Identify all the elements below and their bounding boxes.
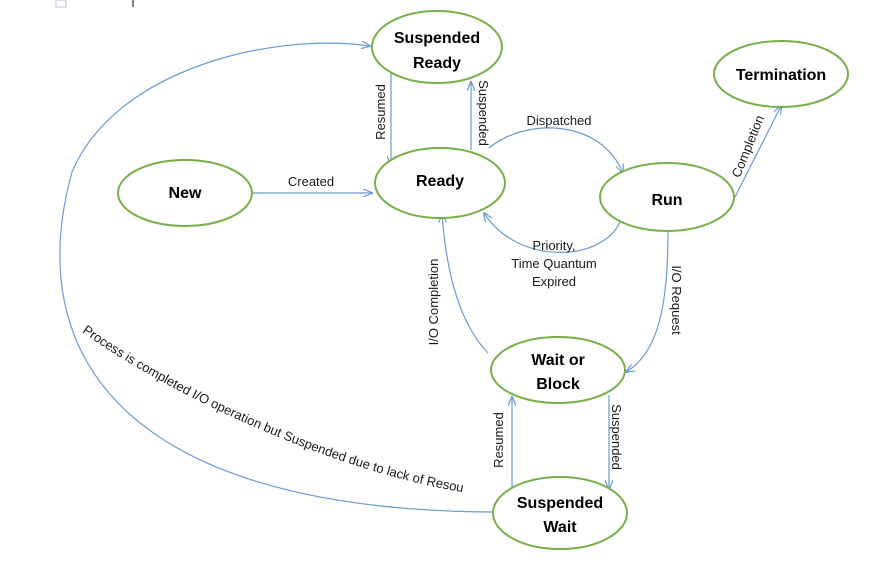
edge-completion [734,106,781,198]
edge-long-arc [59,43,494,513]
label-io-request: I/O Request [669,265,684,335]
node-suspended-ready: Suspended Ready [371,10,503,84]
label-priority-line2: Time Quantum [511,256,597,271]
edge-io-request [626,230,669,372]
label-dispatched: Dispatched [526,113,591,128]
node-suspended-ready-line1: Suspended [394,30,480,47]
node-run-label: Run [651,192,682,209]
label-suspended-top: Suspended [476,80,491,146]
node-wait-or-block-line2: Block [536,376,580,393]
corner-handle-icon [55,0,67,8]
edge-dispatched [488,127,623,173]
node-wait-or-block-line1: Wait or [531,352,585,369]
label-resumed-bottom: Resumed [491,412,506,468]
node-ready: Ready [374,147,506,219]
node-suspended-wait-line2: Wait [543,519,577,536]
node-run: Run [599,162,735,232]
node-wait-or-block: Wait or Block [490,336,626,404]
node-termination-label: Termination [736,67,826,84]
label-suspended-bottom: Suspended [609,404,624,470]
label-io-completion: I/O Completion [426,259,441,346]
node-new-label: New [169,185,202,202]
label-resumed-top: Resumed [373,84,388,140]
node-ready-label: Ready [416,173,464,190]
edge-io-completion [442,214,489,354]
edge-priority-expired [484,213,621,253]
label-completion: Completion [729,113,768,180]
label-created: Created [288,174,334,189]
node-suspended-ready-line2: Ready [413,55,461,72]
label-priority-line1: Priority, [532,238,575,253]
node-suspended-wait-line1: Suspended [517,495,603,512]
label-priority-line3: Expired [532,274,576,289]
node-termination: Termination [713,40,849,108]
node-new: New [117,159,253,227]
node-suspended-wait: Suspended Wait [492,476,628,550]
